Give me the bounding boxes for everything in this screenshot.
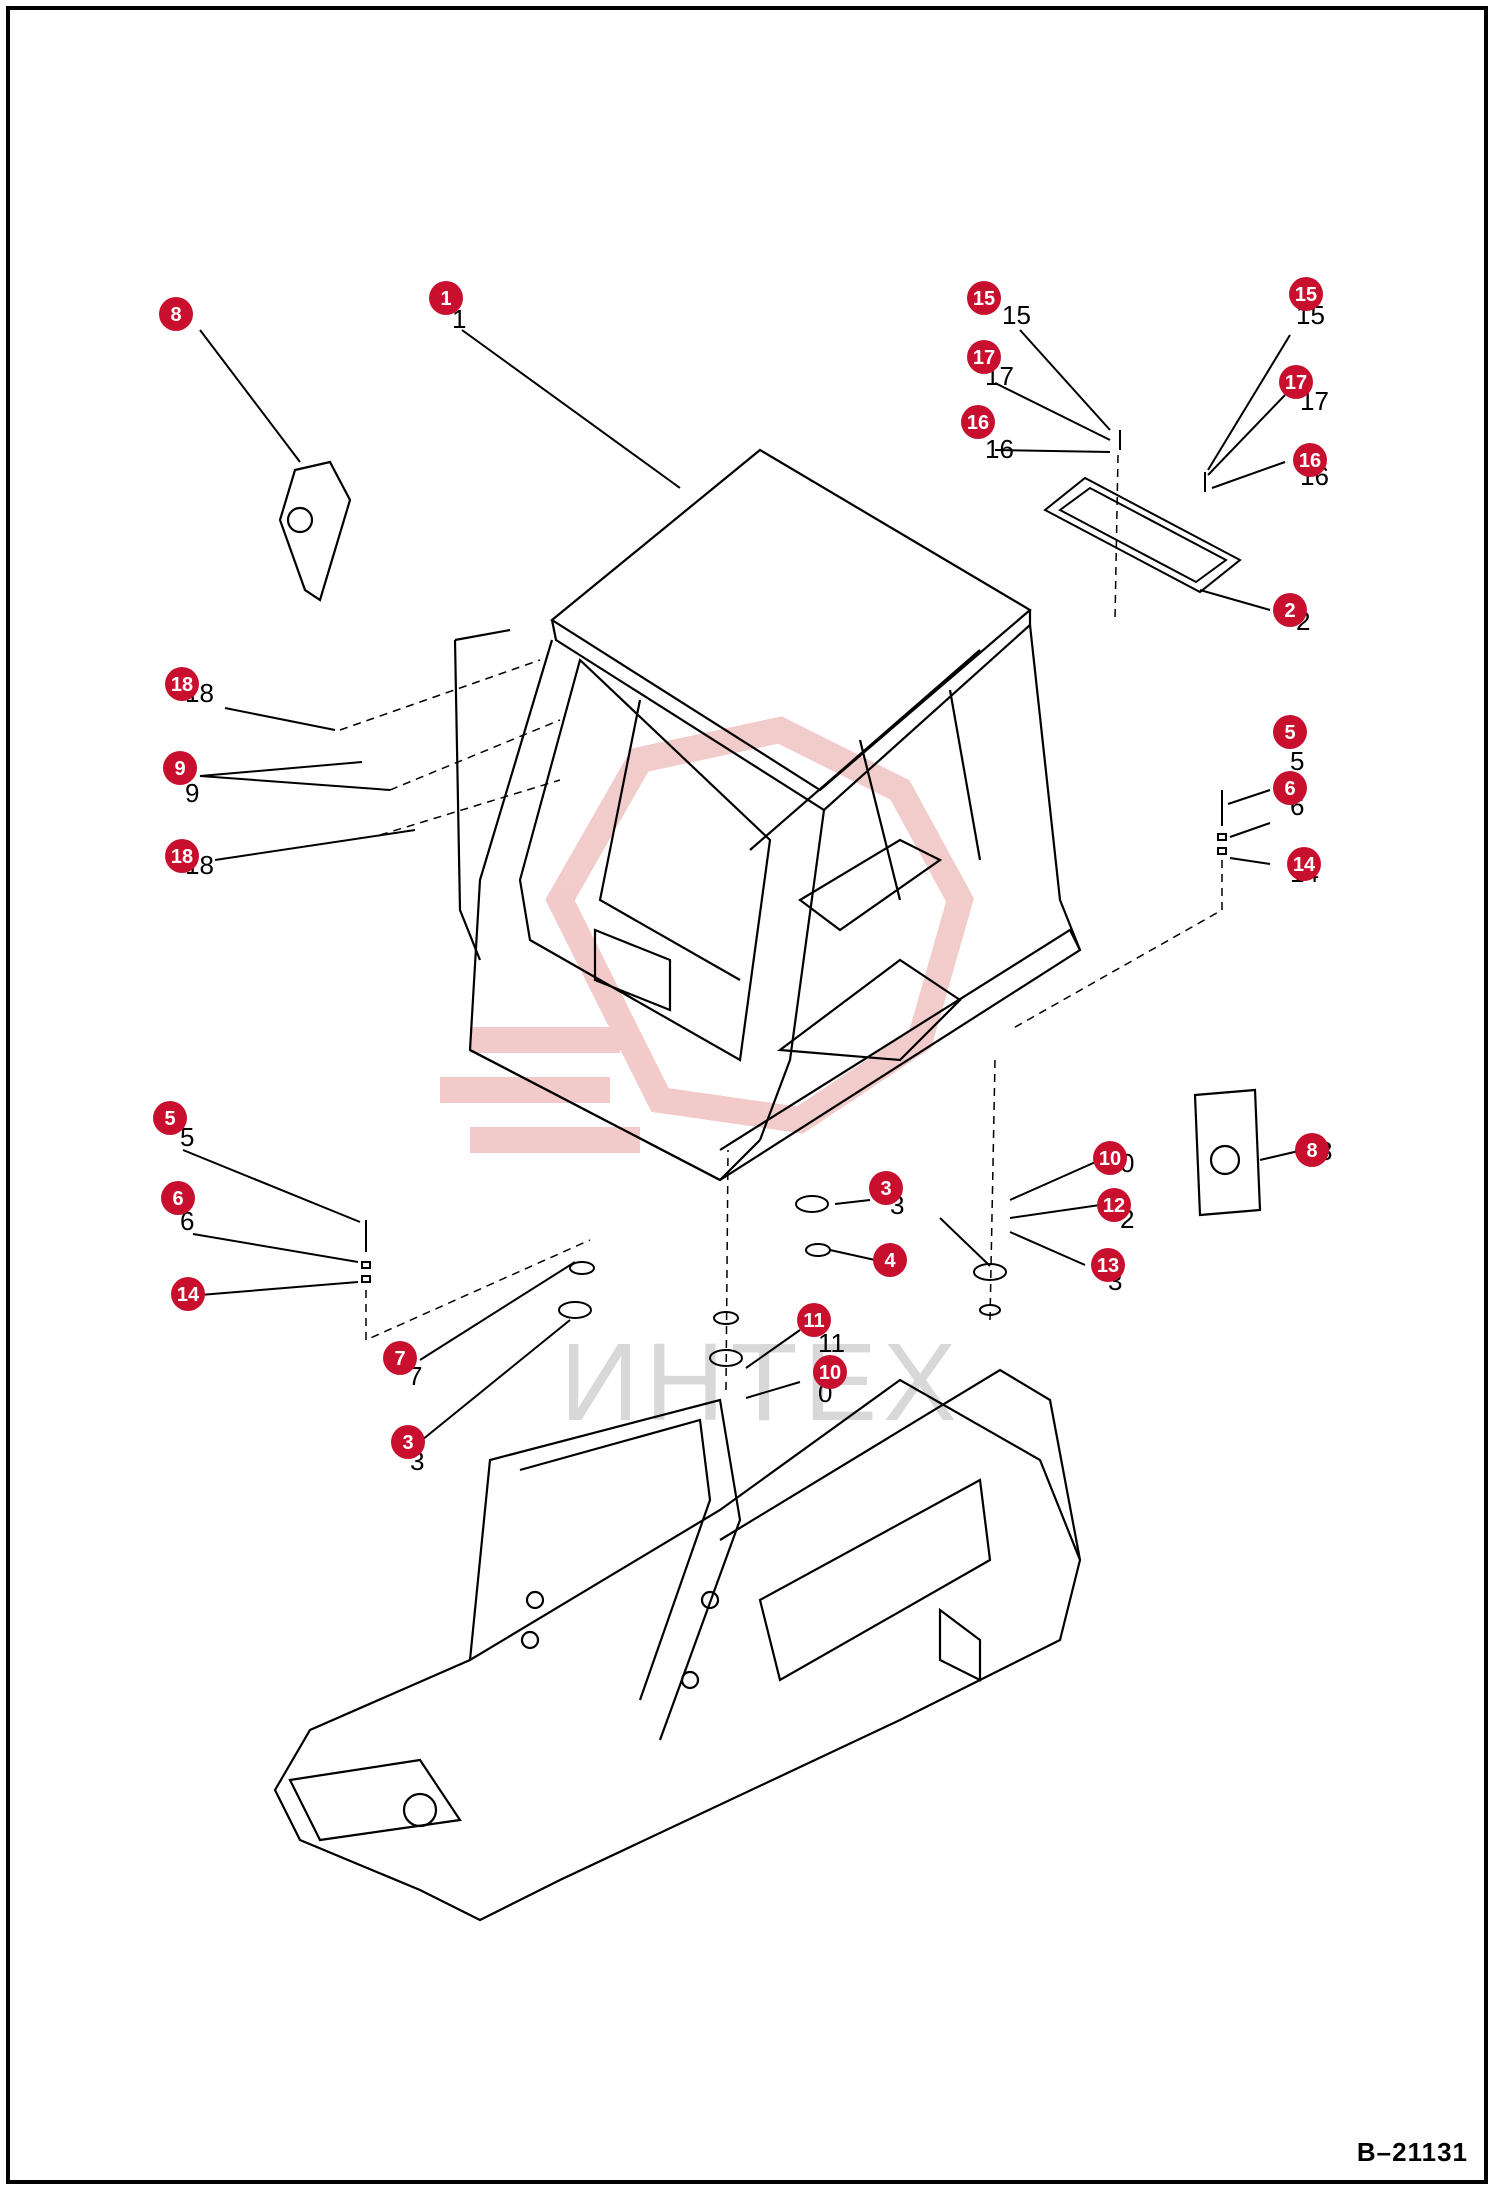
callout-1: 1 (429, 281, 463, 315)
svg-text:15: 15 (1002, 300, 1031, 330)
callout-7: 7 (383, 1341, 417, 1375)
svg-text:15: 15 (1295, 284, 1317, 306)
svg-text:16: 16 (985, 434, 1014, 464)
mirror-right (1193, 1088, 1262, 1217)
callout-9: 9 (163, 751, 197, 785)
watermark-logo (440, 716, 974, 1153)
svg-text:7: 7 (394, 1348, 405, 1370)
svg-text:5: 5 (1290, 746, 1304, 776)
svg-text:5: 5 (180, 1122, 194, 1152)
svg-text:1: 1 (440, 288, 451, 310)
callout-15-right: 15 (1289, 277, 1323, 311)
svg-text:9: 9 (174, 758, 185, 780)
svg-text:14: 14 (177, 1284, 200, 1306)
callout-11: 11 (797, 1303, 831, 1337)
callout-6-right: 6 (1273, 771, 1307, 805)
callout-14-right: 14 (1287, 847, 1321, 881)
svg-text:6: 6 (1284, 778, 1295, 800)
svg-text:10: 10 (819, 1362, 841, 1384)
alignment-lines (339, 454, 1223, 1391)
svg-text:4: 4 (884, 1250, 896, 1272)
svg-text:10: 10 (1099, 1148, 1121, 1170)
svg-text:12: 12 (1103, 1195, 1125, 1217)
callout-15-left: 15 (967, 281, 1001, 315)
svg-text:16: 16 (1299, 450, 1321, 472)
plain-item-numbers: 1 15 15 17 17 16 16 2 5 6 14 18 9 18 5 6… (180, 300, 1332, 1476)
callout-18-top: 18 (165, 667, 199, 701)
svg-text:11: 11 (803, 1310, 824, 1332)
callout-17-right: 17 (1279, 365, 1313, 399)
svg-text:3: 3 (402, 1432, 413, 1454)
svg-text:17: 17 (1285, 372, 1307, 394)
mirror-left (278, 460, 352, 602)
svg-text:18: 18 (171, 846, 193, 868)
callout-8-left: 8 (159, 297, 193, 331)
callout-3-right: 3 (869, 1171, 903, 1205)
callout-markers: 1 8 15 15 17 17 16 16 2 18 9 18 5 6 14 5… (153, 277, 1329, 1459)
callout-10-lower: 10 (813, 1355, 847, 1389)
svg-text:8: 8 (1306, 1140, 1317, 1162)
callout-4: 4 (873, 1243, 907, 1277)
svg-text:2: 2 (1284, 600, 1295, 622)
callout-18-bottom: 18 (165, 839, 199, 873)
callout-16-left: 16 (961, 405, 995, 439)
svg-text:13: 13 (1097, 1255, 1119, 1277)
svg-text:18: 18 (171, 674, 193, 696)
callout-8-right: 8 (1295, 1133, 1329, 1167)
svg-text:6: 6 (172, 1188, 183, 1210)
roof-panel (1043, 476, 1242, 594)
callout-12: 12 (1097, 1188, 1131, 1222)
callout-13: 13 (1091, 1248, 1125, 1282)
svg-text:15: 15 (973, 288, 995, 310)
callout-14-left: 14 (171, 1277, 205, 1311)
svg-text:5: 5 (1284, 722, 1295, 744)
svg-text:9: 9 (185, 778, 199, 808)
svg-text:8: 8 (170, 304, 181, 326)
svg-text:3: 3 (880, 1178, 891, 1200)
drawing-border (6, 6, 1488, 2184)
callout-3-left: 3 (391, 1425, 425, 1459)
cab-structure (453, 448, 1082, 1182)
leader-lines (182, 329, 1304, 1441)
callout-6-left: 6 (161, 1181, 195, 1215)
callout-5-right: 5 (1273, 715, 1307, 749)
drawing-number: B–21131 (1356, 2137, 1468, 2167)
svg-text:5: 5 (164, 1108, 175, 1130)
main-frame (273, 1368, 1082, 1922)
callout-10-upper: 10 (1093, 1141, 1127, 1175)
callout-2: 2 (1273, 593, 1307, 627)
callout-5-left: 5 (153, 1101, 187, 1135)
svg-text:17: 17 (973, 347, 995, 369)
fasteners (361, 430, 1227, 1283)
callout-17-left: 17 (967, 340, 1001, 374)
callout-16-right: 16 (1293, 443, 1327, 477)
svg-text:14: 14 (1293, 854, 1316, 876)
svg-text:16: 16 (967, 412, 989, 434)
